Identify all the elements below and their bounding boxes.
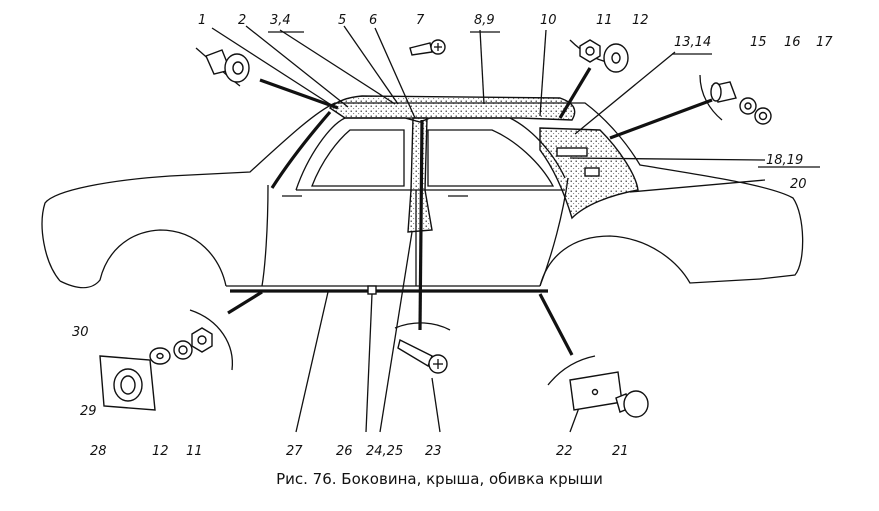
part-28-button (113, 368, 143, 402)
label-30: 30 (72, 325, 89, 340)
roof-lining-panel (328, 95, 576, 123)
door-window-frame (295, 117, 566, 191)
label-26: 26 (336, 444, 353, 459)
label-16: 16 (784, 35, 801, 50)
label-13-14: 13,14 (674, 35, 711, 50)
part-labels: 1 2 3,4 5 6 7 8,9 10 11 12 13,14 15 16 1… (72, 13, 833, 459)
label-6: 6 (369, 13, 377, 28)
label-23: 23 (425, 444, 442, 459)
label-12-top: 12 (632, 13, 649, 28)
part-21-plug (615, 390, 649, 418)
visor-clip (584, 167, 600, 177)
label-12-bottom: 12 (152, 444, 169, 459)
roof-lining (328, 95, 639, 233)
label-11-bottom: 11 (186, 444, 203, 459)
part-17-nut (754, 107, 772, 125)
label-20: 20 (790, 177, 807, 192)
label-7: 7 (416, 13, 425, 28)
label-21: 21 (612, 444, 629, 459)
rear-wheel-arch (59, 229, 227, 289)
label-22: 22 (556, 444, 573, 459)
car-side-diagram: 1 2 3,4 5 6 7 8,9 10 11 12 13,14 15 16 1… (41, 13, 833, 459)
front-wheel-arch (539, 235, 761, 287)
label-10: 10 (540, 13, 557, 28)
leader-lines (211, 25, 766, 433)
label-8-9: 8,9 (474, 13, 495, 28)
label-11-top: 11 (596, 13, 613, 28)
label-underlines (268, 31, 820, 168)
label-24-25: 24,25 (366, 444, 403, 459)
part-12-washer-top (603, 43, 629, 73)
part-12-washer-bottom (173, 340, 193, 360)
rear-drip-molding (270, 110, 332, 189)
figure-caption: Рис. 76. Боковина, крыша, обивка крыши (276, 470, 603, 488)
part-1-plug (205, 49, 250, 83)
label-2: 2 (238, 13, 246, 28)
part-30-washer (149, 347, 171, 365)
front-window (427, 129, 555, 187)
label-18-19: 18,19 (766, 153, 803, 168)
part-7-screw (409, 39, 446, 56)
part-11-nut-top (579, 39, 601, 63)
label-15: 15 (750, 35, 767, 50)
part-11-nut-bottom (191, 327, 213, 353)
part-22-plate (569, 371, 623, 411)
rear-window (311, 129, 405, 187)
label-17: 17 (816, 35, 833, 50)
label-27: 27 (286, 444, 303, 459)
label-3-4: 3,4 (270, 13, 291, 28)
detail-arcs (189, 39, 723, 386)
sun-visor-bracket (556, 147, 588, 157)
molding-clip (367, 285, 377, 295)
part-23-screw (397, 338, 448, 374)
label-1: 1 (198, 13, 206, 28)
label-28: 28 (90, 444, 107, 459)
door-lower-line (261, 184, 269, 287)
part-16-lock-washer (739, 97, 757, 115)
label-29: 29 (80, 404, 97, 419)
part-15-bolt (710, 81, 737, 103)
label-5: 5 (338, 13, 346, 28)
